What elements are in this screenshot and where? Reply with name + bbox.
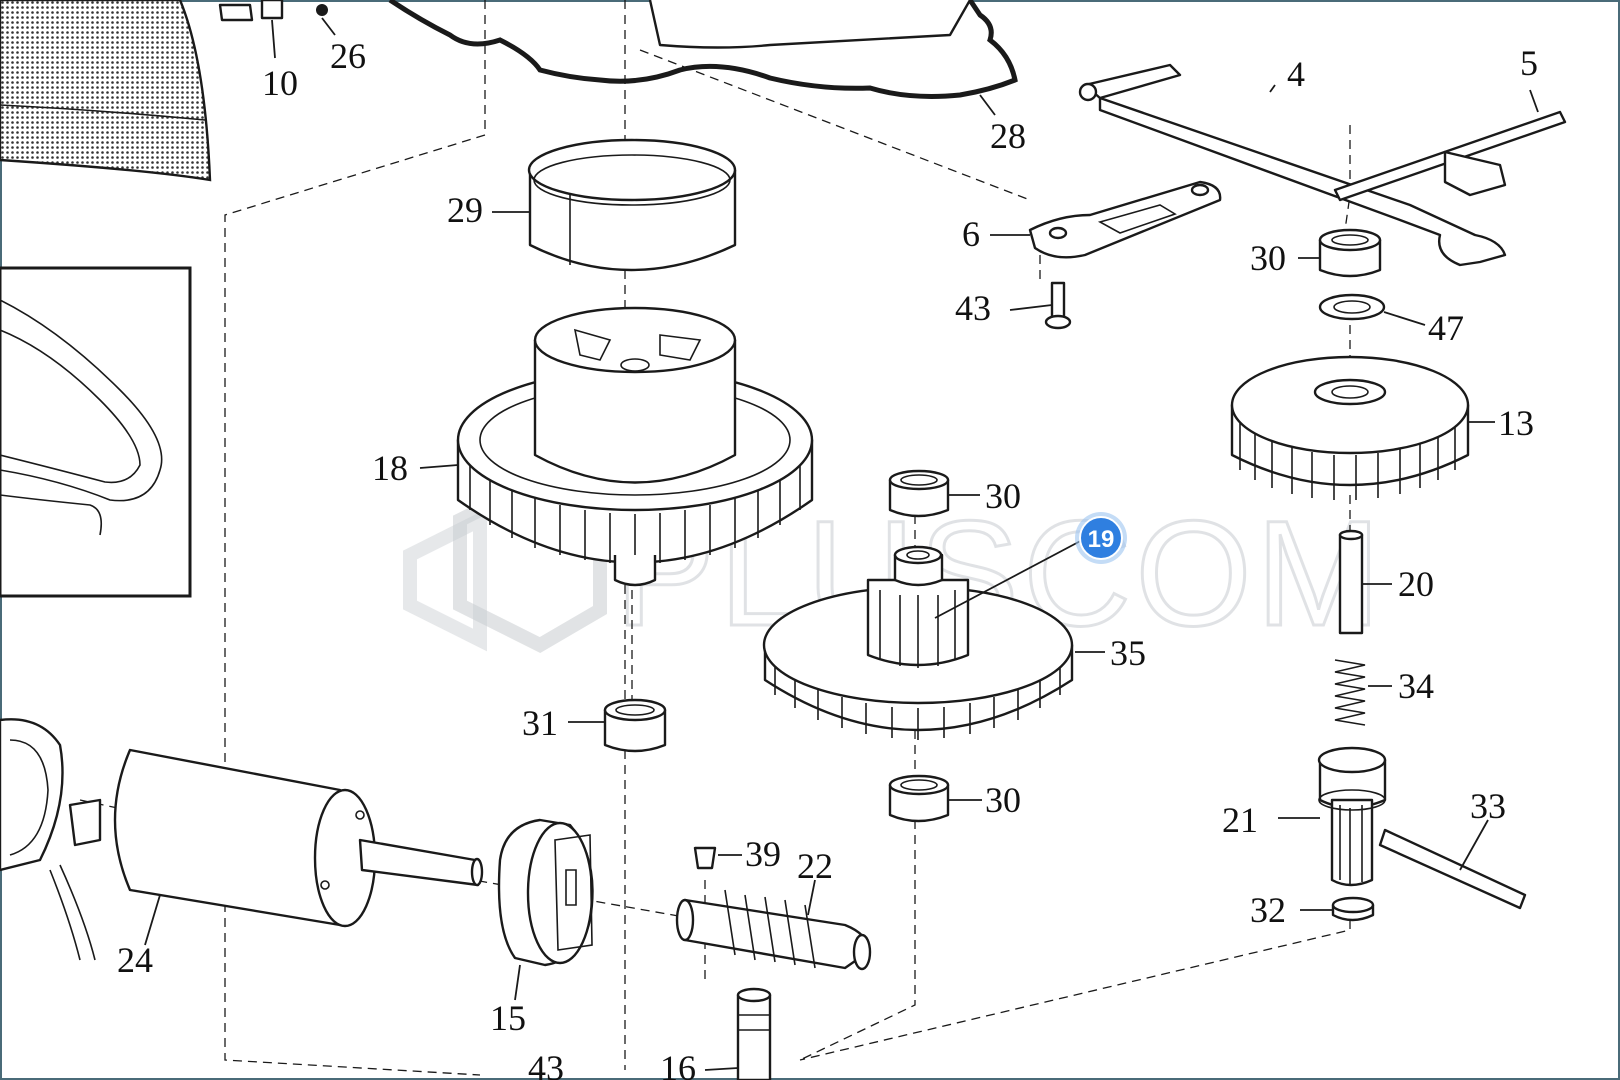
label-35: 35	[1110, 633, 1146, 673]
lever-4	[1078, 63, 1507, 267]
label-30-top: 30	[1250, 238, 1286, 278]
label-30-bottom: 30	[985, 780, 1021, 820]
label-20: 20	[1398, 564, 1434, 604]
pin-20	[1338, 529, 1364, 635]
bushing-30-bottom	[888, 774, 950, 823]
mesh-housing	[0, 0, 212, 182]
label-16: 16	[660, 1048, 696, 1080]
label-43-bottom: 43	[528, 1048, 564, 1080]
label-30-center: 30	[985, 476, 1021, 516]
bushing-31	[603, 698, 667, 753]
label-24: 24	[117, 940, 153, 980]
gear-13	[1230, 355, 1470, 500]
bushing-30-top	[1318, 228, 1382, 278]
label-26: 26	[330, 36, 366, 76]
label-28: 28	[990, 116, 1026, 156]
washer-32	[1331, 896, 1375, 922]
label-5: 5	[1520, 43, 1538, 83]
label-39: 39	[745, 834, 781, 874]
part-labels: 10 26 28 4 5 29 6 43 30 47 13 18 30 20 3…	[117, 36, 1538, 1080]
highlight-badge-19[interactable]: 19	[1075, 512, 1127, 564]
label-32: 32	[1250, 890, 1286, 930]
worm-22	[675, 889, 872, 971]
label-6: 6	[962, 214, 980, 254]
pin-33	[1378, 828, 1527, 910]
label-18: 18	[372, 448, 408, 488]
shaft-16	[736, 987, 772, 1080]
label-13: 13	[1498, 403, 1534, 443]
label-31: 31	[522, 703, 558, 743]
label-34: 34	[1398, 666, 1434, 706]
highlight-badge-text: 19	[1088, 526, 1115, 553]
gasket-28	[388, 0, 1018, 99]
pin-26	[316, 4, 328, 16]
ring-29	[527, 138, 737, 272]
clutch-21	[1317, 746, 1387, 887]
screw-43	[1044, 281, 1072, 330]
inset-box	[0, 266, 192, 598]
plate-6	[1028, 180, 1222, 259]
shaft-5	[1333, 110, 1567, 202]
coupling-15	[497, 818, 594, 967]
motor-24	[0, 718, 484, 961]
label-33: 33	[1470, 786, 1506, 826]
label-10: 10	[262, 63, 298, 103]
label-22: 22	[797, 846, 833, 886]
screw-10	[218, 0, 284, 22]
label-4: 4	[1287, 54, 1305, 94]
label-15: 15	[490, 998, 526, 1038]
bushing-30-center	[888, 469, 950, 518]
gear-35	[762, 545, 1074, 740]
screw-39	[693, 846, 717, 870]
spring-34	[1334, 659, 1366, 726]
label-29: 29	[447, 190, 483, 230]
label-21: 21	[1222, 800, 1258, 840]
label-43-top: 43	[955, 288, 991, 328]
washer-47	[1318, 293, 1386, 321]
leader-lines	[144, 17, 1539, 1071]
gear-18	[456, 306, 814, 587]
label-47: 47	[1428, 308, 1464, 348]
